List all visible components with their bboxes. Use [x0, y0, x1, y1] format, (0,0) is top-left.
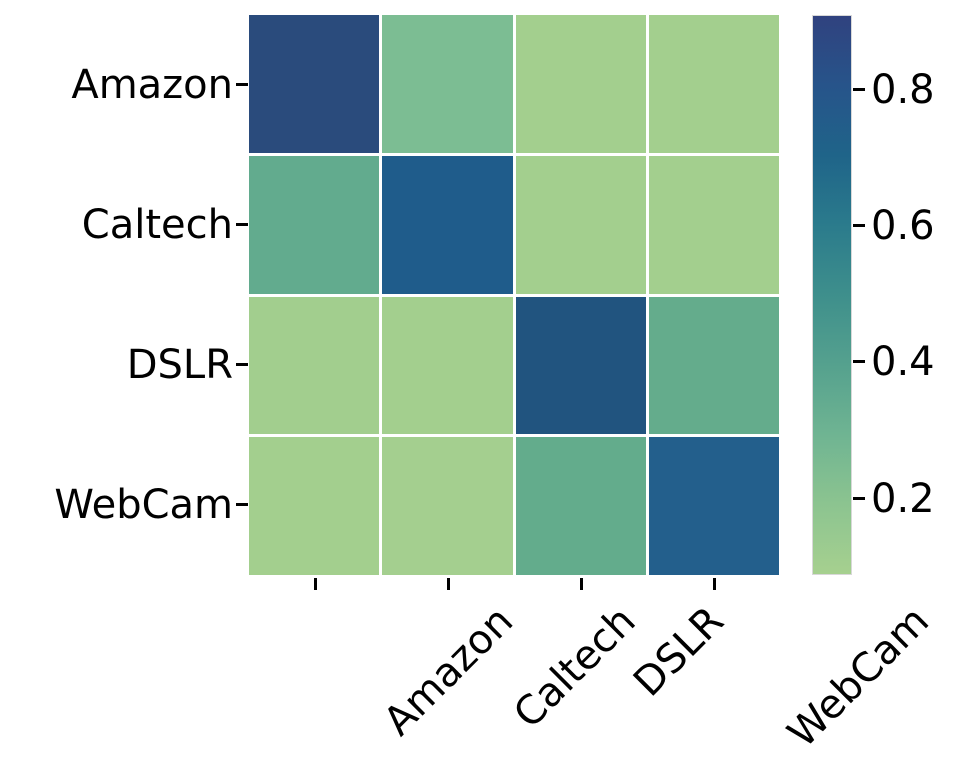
y-tick-mark-0 [236, 83, 248, 87]
heatmap-cell[interactable] [249, 15, 380, 153]
heatmap-grid [249, 15, 779, 575]
heatmap-cell[interactable] [249, 155, 380, 294]
heatmap-cell[interactable] [382, 437, 513, 575]
y-tick-label-3: WebCam [0, 435, 233, 575]
heatmap-cell[interactable] [648, 15, 779, 153]
y-tick-label-text: Caltech [81, 202, 233, 248]
y-tick-mark-2 [236, 363, 248, 367]
colorbar-tick-label-0: 0.8 [871, 67, 935, 113]
y-tick-label-text: DSLR [126, 342, 233, 388]
y-tick-mark-3 [236, 503, 248, 507]
y-tick-mark-1 [236, 223, 248, 227]
y-tick-label-1: Caltech [0, 155, 233, 295]
heatmap-cell[interactable] [382, 15, 513, 153]
colorbar-tick-label-3: 0.2 [871, 476, 935, 522]
x-tick-label-2: DSLR [625, 597, 733, 706]
x-tick-mark-1 [447, 578, 451, 590]
y-tick-label-0: Amazon [0, 15, 233, 155]
heatmap-cell[interactable] [515, 155, 646, 294]
heatmap-cell[interactable] [515, 15, 646, 153]
colorbar-tick-mark-3 [853, 497, 865, 501]
colorbar-tick-mark-1 [853, 224, 865, 228]
y-tick-label-text: Amazon [71, 62, 233, 108]
heatmap-cell[interactable] [382, 155, 513, 294]
colorbar-tick-mark-0 [853, 88, 865, 92]
x-tick-mark-2 [580, 578, 584, 590]
y-tick-label-2: DSLR [0, 295, 233, 435]
colorbar-tick-mark-2 [853, 360, 865, 364]
y-axis-tick-labels: Amazon Caltech DSLR WebCam [0, 15, 233, 575]
heatmap-cell[interactable] [648, 296, 779, 435]
heatmap-cell[interactable] [382, 296, 513, 435]
x-tick-label-1: Caltech [505, 597, 645, 738]
heatmap-cell[interactable] [249, 296, 380, 435]
y-tick-label-text: WebCam [54, 482, 233, 528]
heatmap-cell[interactable] [648, 437, 779, 575]
x-tick-label-3: WebCam [779, 597, 939, 757]
heatmap-cell[interactable] [515, 437, 646, 575]
heatmap-cell[interactable] [249, 437, 380, 575]
colorbar-gradient [812, 15, 852, 575]
colorbar[interactable] [812, 15, 852, 575]
colorbar-tick-label-2: 0.4 [871, 339, 935, 385]
colorbar-tick-label-1: 0.6 [871, 203, 935, 249]
heatmap-cell[interactable] [648, 155, 779, 294]
x-tick-label-0: Amazon [375, 597, 523, 745]
x-tick-mark-0 [314, 578, 318, 590]
heatmap-cell[interactable] [515, 296, 646, 435]
x-tick-mark-3 [713, 578, 717, 590]
